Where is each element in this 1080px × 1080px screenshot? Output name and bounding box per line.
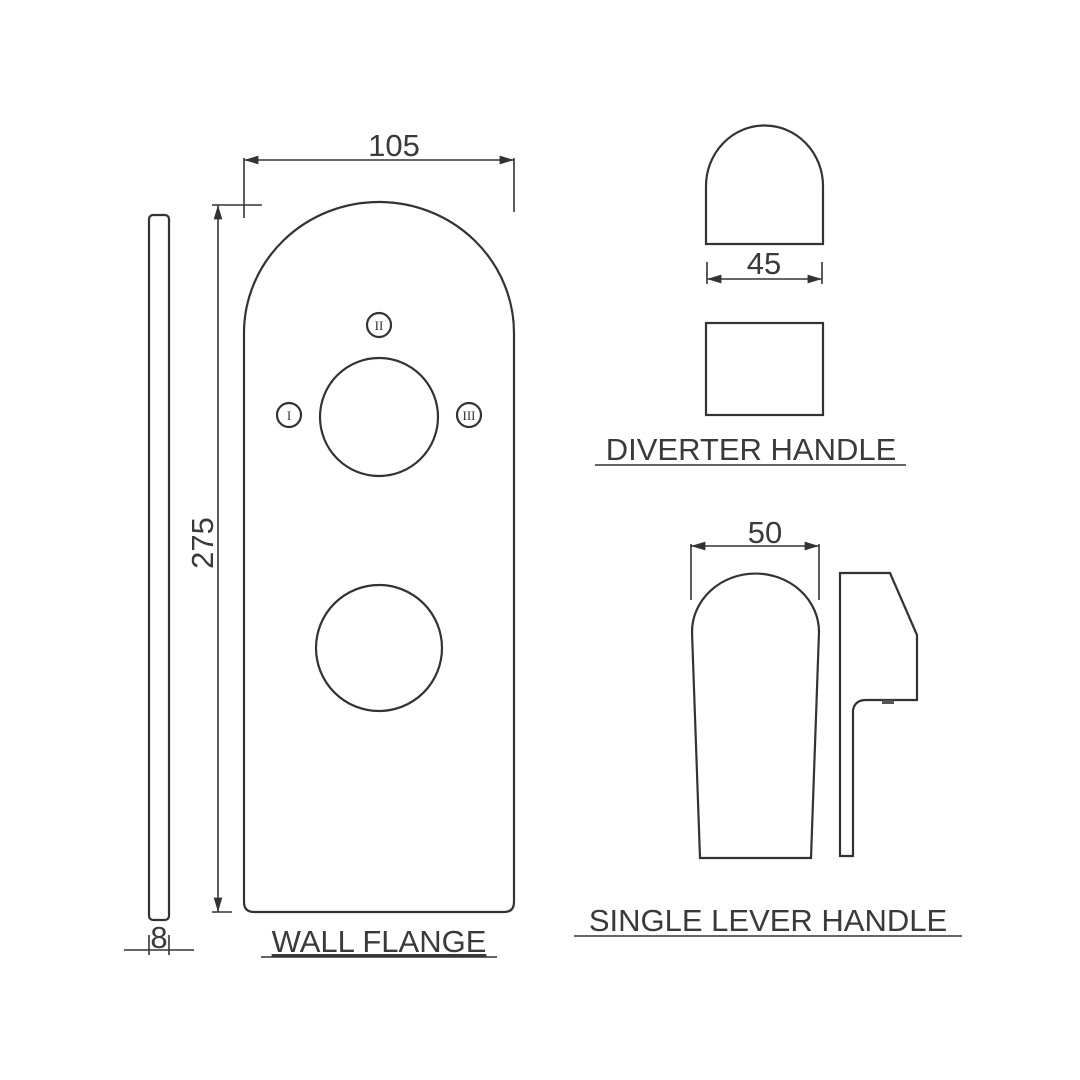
width-dimension-text: 105 xyxy=(368,128,420,163)
diverter-handle-top-view xyxy=(704,124,825,246)
diverter-width-text: 45 xyxy=(747,246,781,281)
single-lever-handle: 50 xyxy=(690,515,919,860)
thickness-dimension-text: 8 xyxy=(150,920,167,955)
position-marker-3 xyxy=(455,401,483,429)
diverter-opening-circle xyxy=(318,356,440,478)
lever-width-text: 50 xyxy=(748,515,782,550)
lever-side-view xyxy=(838,571,919,858)
height-dimension-text: 275 xyxy=(185,517,220,569)
diverter-handle: 45 xyxy=(704,124,825,417)
wall-flange-side-profile: 8 xyxy=(124,213,194,955)
wall-flange-label: WALL FLANGE xyxy=(272,924,487,959)
wall-flange-outline xyxy=(242,200,516,914)
single-lever-handle-label: SINGLE LEVER HANDLE xyxy=(589,903,947,938)
diverter-handle-side-view xyxy=(704,321,825,417)
svg-text:III: III xyxy=(463,408,476,423)
position-marker-1 xyxy=(275,401,303,429)
wall-flange: I II III xyxy=(242,200,516,914)
svg-text:I: I xyxy=(287,408,291,423)
svg-text:II: II xyxy=(375,318,384,333)
diverter-handle-label: DIVERTER HANDLE xyxy=(606,432,897,467)
width-dimension: 105 xyxy=(243,128,515,218)
height-dimension: 275 xyxy=(185,204,262,913)
mixer-opening-circle xyxy=(314,583,444,713)
lever-front-view xyxy=(690,572,821,860)
position-marker-2 xyxy=(365,311,393,339)
